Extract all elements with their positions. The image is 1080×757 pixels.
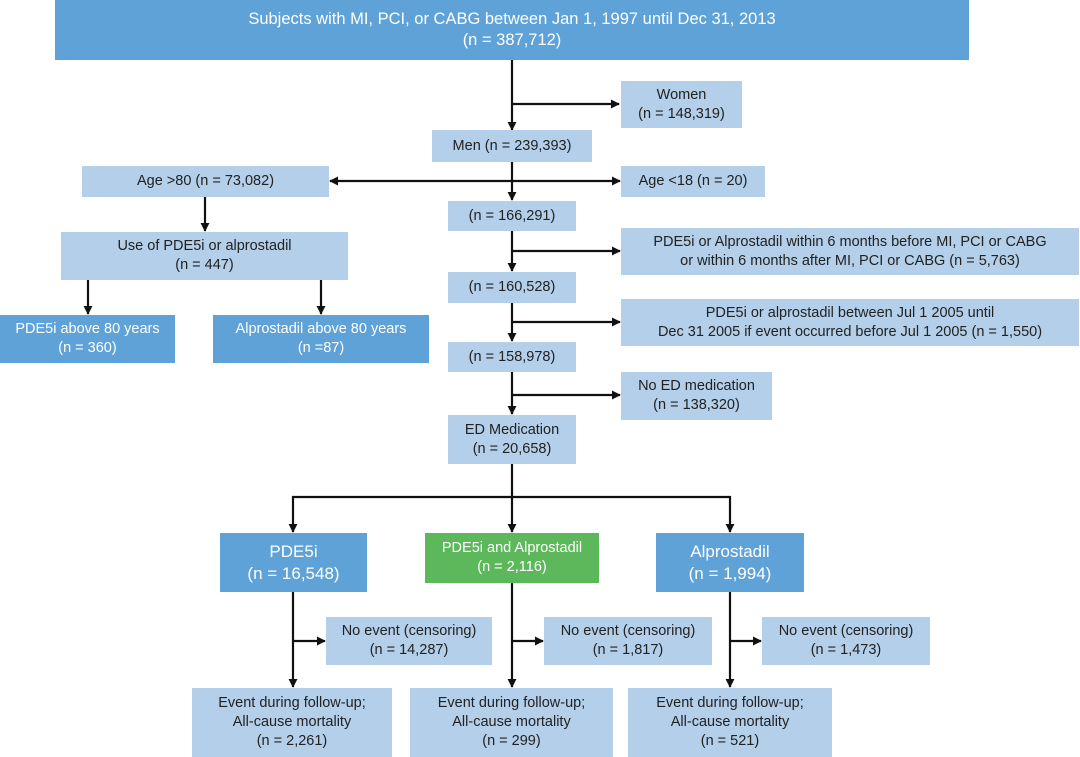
split-line-right [512, 495, 735, 533]
event-pde5i-box: Event during follow-up; All-cause mortal… [192, 688, 392, 757]
event-alprostadil-box: Event during follow-up; All-cause mortal… [628, 688, 832, 757]
pde5i-over-80-label: PDE5i above 80 years [15, 321, 160, 337]
ed-medication-box: ED Medication (n = 20,658) [448, 415, 576, 464]
ed-medication-count: (n = 20,658) [472, 440, 552, 457]
no-ed-label: No ED medication [638, 378, 755, 394]
women-box: Women (n = 148,319) [621, 81, 742, 128]
n-160528-box: (n = 160,528) [448, 272, 576, 303]
split-line [288, 464, 514, 533]
use-pde5i-box: Use of PDE5i or alprostadil (n = 447) [61, 232, 348, 280]
jul2005-line-2: Dec 31 2005 if event occurred before Jul… [657, 323, 1043, 340]
event-pde5i-line-2: All-cause mortality [232, 714, 352, 730]
pde5i-and-alprostadil-box: PDE5i and Alprostadil (n = 2,116) [425, 533, 599, 583]
no-ed-box: No ED medication (n = 138,320) [621, 372, 772, 420]
alprostadil-over-80-label: Alprostadil above 80 years [235, 321, 407, 337]
jul2005-box: PDE5i or alprostadil between Jul 1 2005 … [621, 299, 1079, 346]
alprostadil-over-80-count: (n =87) [297, 340, 345, 356]
pde5i-over-80-count: (n = 360) [58, 340, 117, 356]
event-pde5i-line-1: Event during follow-up; [218, 695, 366, 711]
no-event-both-count: (n = 1,817) [592, 642, 664, 658]
event-alprostadil-count: (n = 521) [700, 733, 760, 749]
no-event-alprostadil-box: No event (censoring) (n = 1,473) [762, 617, 930, 665]
event-both-line-1: Event during follow-up; [437, 695, 586, 711]
women-label: Women [656, 86, 707, 103]
alprostadil-label: Alprostadil [690, 541, 770, 561]
age-under-18-label: Age <18 (n = 20) [638, 173, 748, 189]
event-alprostadil-line-2: All-cause mortality [670, 714, 790, 730]
age-under-18-box: Age <18 (n = 20) [621, 166, 765, 197]
alprostadil-over-80-box: Alprostadil above 80 years (n =87) [213, 315, 429, 363]
no-event-both-box: No event (censoring) (n = 1,817) [544, 617, 712, 665]
pde5i-and-alprostadil-count: (n = 2,116) [477, 559, 547, 575]
event-both-line-2: All-cause mortality [452, 714, 571, 730]
women-count: (n = 148,319) [638, 105, 725, 122]
jul2005-line-1: PDE5i or alprostadil between Jul 1 2005 … [705, 304, 995, 321]
pde5i-window-box: PDE5i or Alprostadil within 6 months bef… [621, 228, 1079, 275]
no-event-alprostadil-label: No event (censoring) [778, 623, 914, 639]
event-pde5i-count: (n = 2,261) [256, 733, 328, 749]
subjects-box: Subjects with MI, PCI, or CABG between J… [55, 0, 969, 60]
use-pde5i-count: (n = 447) [175, 257, 234, 273]
no-ed-count: (n = 138,320) [653, 397, 740, 413]
no-event-alprostadil-count: (n = 1,473) [810, 642, 882, 658]
pde5i-window-line-1: PDE5i or Alprostadil within 6 months bef… [653, 233, 1047, 250]
n-158978-box: (n = 158,978) [448, 342, 576, 372]
age-over-80-box: Age >80 (n = 73,082) [82, 166, 329, 197]
pde5i-label: PDE5i [269, 541, 318, 561]
alprostadil-box: Alprostadil (n = 1,994) [656, 533, 804, 592]
age-over-80-label: Age >80 (n = 73,082) [136, 173, 275, 189]
no-event-pde5i-box: No event (censoring) (n = 14,287) [326, 617, 492, 665]
event-alprostadil-line-1: Event during follow-up; [656, 695, 804, 711]
no-event-pde5i-count: (n = 14,287) [369, 642, 449, 658]
alprostadil-count: (n = 1,994) [688, 563, 772, 583]
n-166291-box: (n = 166,291) [448, 201, 576, 231]
no-event-pde5i-label: No event (censoring) [341, 623, 477, 639]
event-both-count: (n = 299) [482, 733, 541, 749]
n-160528-label: (n = 160,528) [468, 279, 556, 295]
subjects-count: (n = 387,712) [462, 31, 562, 49]
n-166291-label: (n = 166,291) [468, 207, 556, 224]
no-event-both-label: No event (censoring) [560, 623, 696, 639]
pde5i-window-line-2: or within 6 months after MI, PCI or CABG… [680, 252, 1020, 269]
pde5i-over-80-box: PDE5i above 80 years (n = 360) [0, 315, 175, 363]
men-box: Men (n = 239,393) [432, 130, 592, 162]
subjects-label: Subjects with MI, PCI, or CABG between J… [248, 10, 776, 28]
pde5i-count: (n = 16,548) [247, 563, 340, 583]
n-158978-label: (n = 158,978) [468, 348, 556, 365]
use-pde5i-label: Use of PDE5i or alprostadil [117, 238, 292, 254]
event-both-box: Event during follow-up; All-cause mortal… [410, 688, 613, 757]
pde5i-box: PDE5i (n = 16,548) [220, 533, 367, 592]
men-label: Men (n = 239,393) [452, 137, 572, 154]
pde5i-and-alprostadil-label: PDE5i and Alprostadil [441, 540, 583, 556]
ed-medication-label: ED Medication [464, 421, 560, 438]
